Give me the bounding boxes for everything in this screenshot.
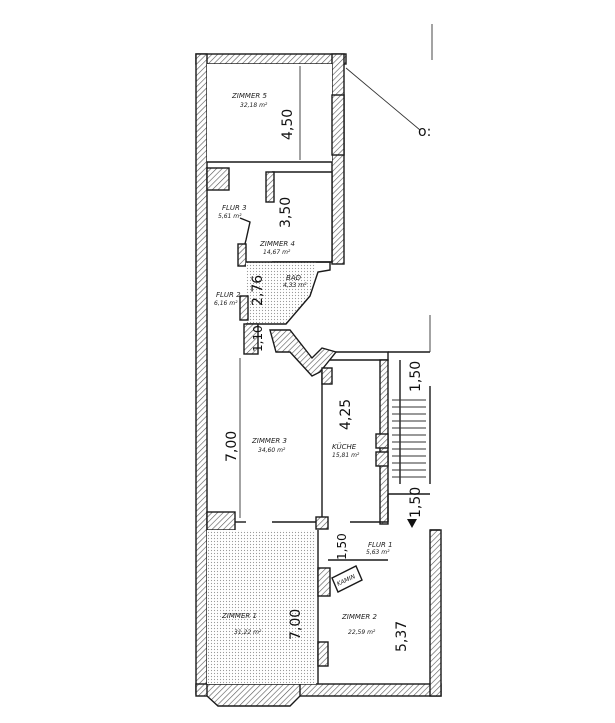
room-zimmer-2: 5,37 ZIMMER 2 22,59 m² <box>341 613 410 652</box>
zimmer2-area: 22,59 m² <box>348 629 376 636</box>
edge-mark: o: <box>418 124 431 140</box>
flur2-name: FLUR 2 <box>216 291 241 299</box>
zimmer3-name: ZIMMER 3 <box>251 437 287 445</box>
flur2-dimension: 1,10 <box>251 325 265 352</box>
kueche-area: 15,81 m² <box>332 452 360 459</box>
room-zimmer-4: 3,50 ZIMMER 4 14,67 m² <box>259 171 333 263</box>
entry-arrow-icon <box>407 519 417 528</box>
flur1-dimension: 1,50 <box>335 533 349 560</box>
bad-area: 4,33 m² <box>283 282 307 289</box>
zimmer5-name: ZIMMER 5 <box>231 92 267 100</box>
flur1-name: FLUR 1 <box>368 541 393 549</box>
kueche-dimension: 4,25 <box>338 399 354 430</box>
room-flur-3: FLUR 3 5,61 m² <box>206 167 251 267</box>
flur3-name: FLUR 3 <box>222 204 247 212</box>
stair-dimension-top: 1,50 <box>408 361 424 392</box>
edge-annotation: o: <box>345 24 433 140</box>
stair-treads <box>392 399 426 478</box>
flur2-area: 6,16 m² <box>214 300 238 307</box>
zimmer4-area: 14,67 m² <box>263 249 291 256</box>
stair-dimension-bottom: 1,50 <box>408 487 424 518</box>
bad-dimension: 2,76 <box>250 275 266 306</box>
zimmer1-name: ZIMMER 1 <box>221 612 257 620</box>
room-zimmer-3: 7,00 ZIMMER 3 34,60 m² <box>224 351 389 518</box>
zimmer5-dimension: 4,50 <box>280 109 296 140</box>
room-kueche: 4,25 KÜCHE 15,81 m² <box>321 359 389 525</box>
zimmer5-area: 32,18 m² <box>240 102 268 109</box>
stairwell: 1,50 1,50 <box>388 315 431 528</box>
zimmer2-name: ZIMMER 2 <box>341 613 377 621</box>
bad-name: BAD <box>286 274 302 282</box>
flur1-area: 5,63 m² <box>366 549 390 556</box>
zimmer2-dimension: 5,37 <box>394 621 410 652</box>
mid-walls <box>206 494 440 531</box>
zimmer1-dimension: 7,00 <box>288 609 304 640</box>
room-zimmer-5: ZIMMER 5 32,18 m² 4,50 <box>207 64 345 163</box>
zimmer3-area: 34,60 m² <box>258 447 286 454</box>
room-flur-1: 1,50 FLUR 1 5,63 m² KAMIN <box>317 533 393 667</box>
kueche-name: KÜCHE <box>332 442 357 451</box>
room-flur-2: FLUR 2 6,16 m² 1,10 <box>214 291 338 377</box>
zimmer1-area: 31,22 m² <box>234 629 262 636</box>
room-zimmer-1: 7,00 ZIMMER 1 31,22 m² <box>207 530 319 684</box>
zimmer3-dimension: 7,00 <box>224 431 240 462</box>
zimmer4-name: ZIMMER 4 <box>259 240 295 248</box>
room-bad: 2,76 BAD 4,33 m² <box>246 261 331 325</box>
zimmer4-dimension: 3,50 <box>278 197 294 228</box>
flur3-area: 5,61 m² <box>218 213 242 220</box>
